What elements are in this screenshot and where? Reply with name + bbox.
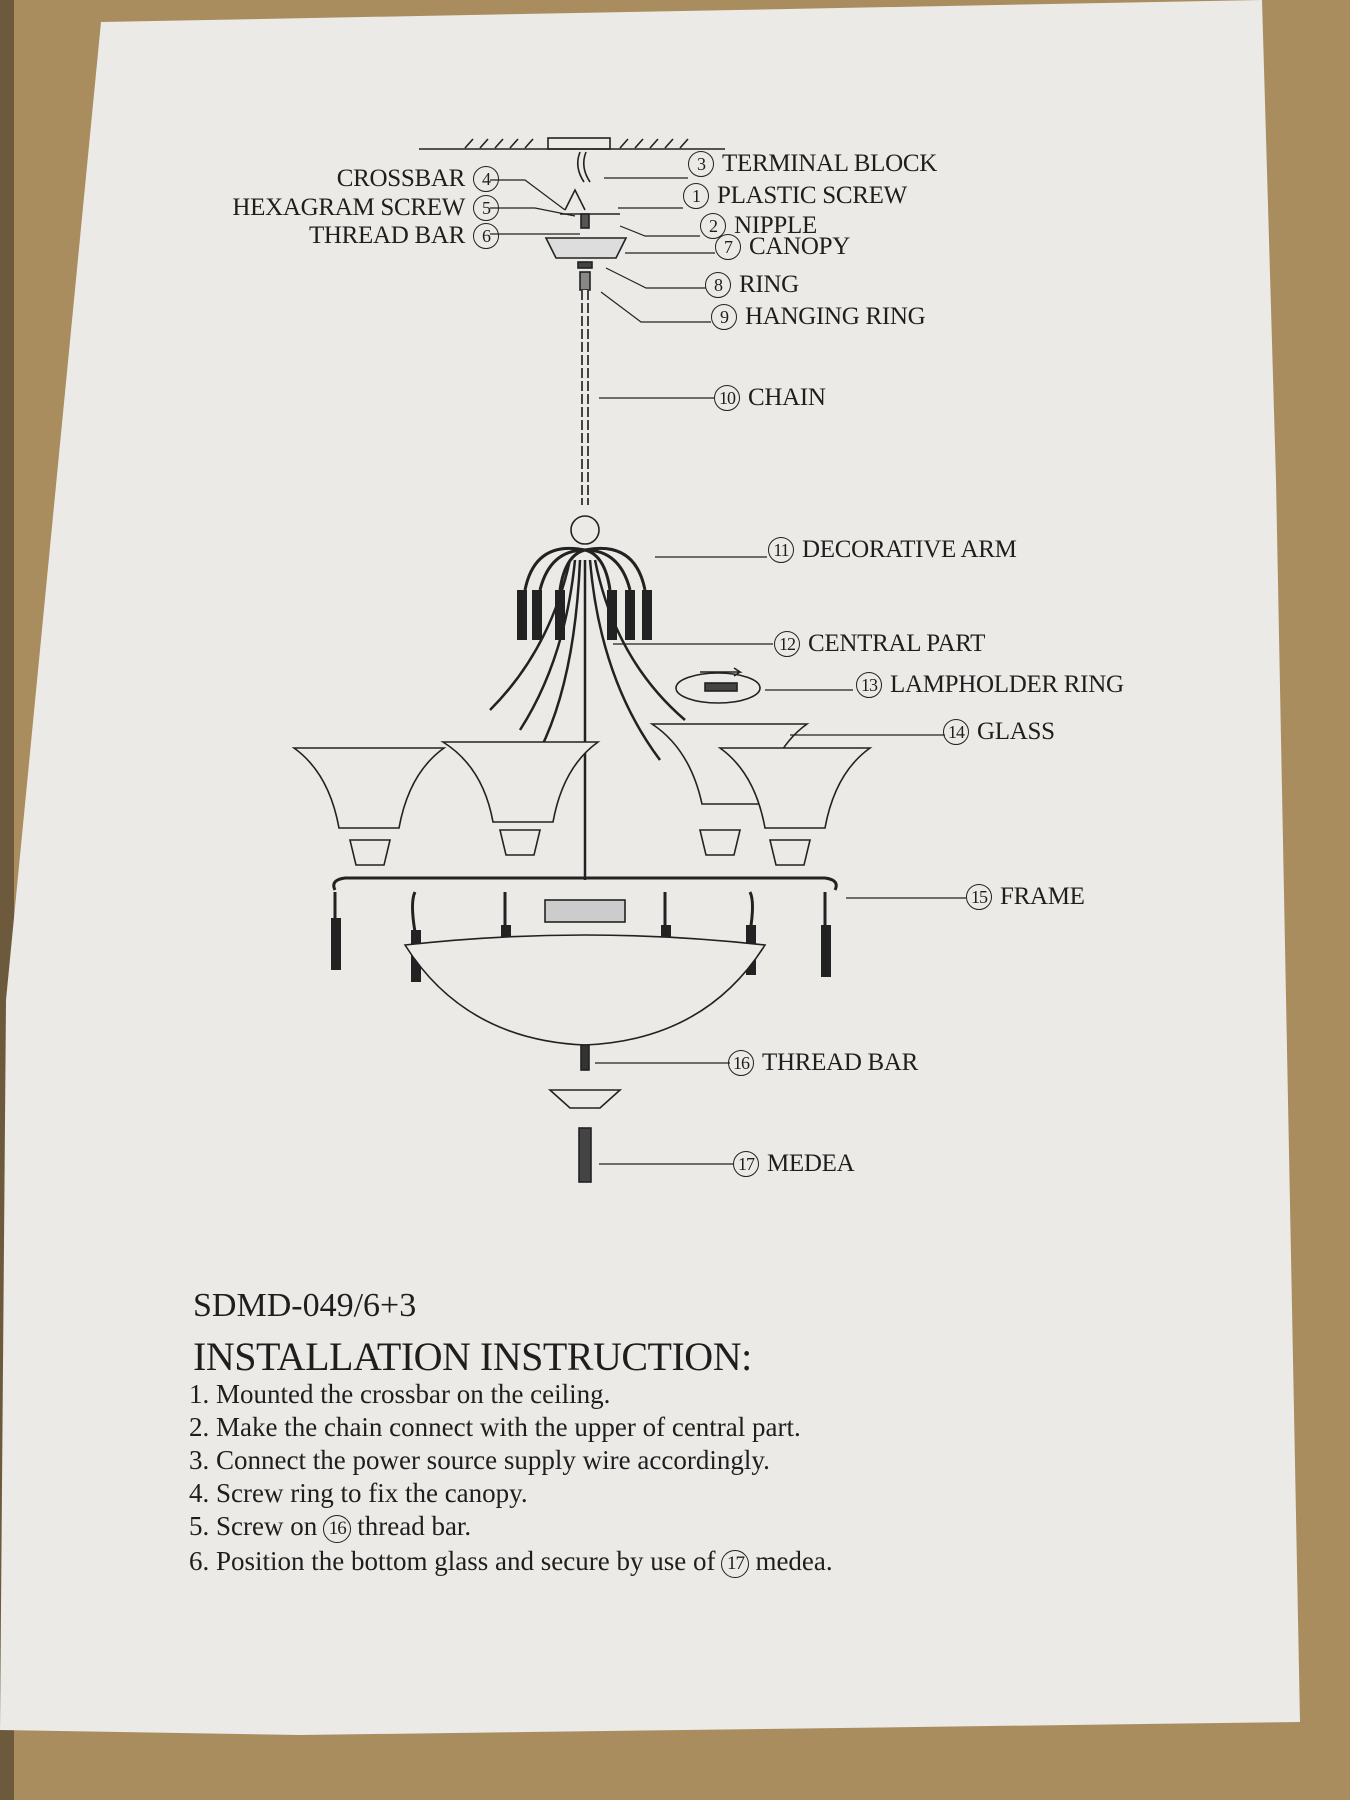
label-text: GLASS [977,718,1055,745]
label-chain: 10 CHAIN [706,384,826,412]
central-part [489,559,686,880]
callout-number: 17 [733,1151,759,1177]
label-hanging-ring: 9 HANGING RING [703,303,926,331]
callout-number: 13 [856,672,882,698]
model-number: SDMD-049/6+3 [193,1287,417,1324]
callout-number: 2 [700,213,726,239]
lampholder-ring-part [675,667,761,704]
callout-number: 4 [473,166,499,192]
glass-shades [291,723,873,866]
label-ring: 8 RING [697,271,799,299]
canopy-assembly [544,188,628,291]
callout-number: 14 [943,719,969,745]
step-text: medea. [755,1546,833,1576]
step-6: 6. Position the bottom glass and secure … [189,1545,833,1578]
label-glass: 14 GLASS [935,718,1055,746]
label-crossbar: CROSSBAR 4 [337,165,507,193]
step-text: 5. Screw on [189,1511,318,1541]
callout-number: 8 [705,272,731,298]
callout-number: 9 [711,304,737,330]
callout-number: 7 [715,234,741,260]
label-decorative-arm: 11 DECORATIVE ARM [760,536,1017,564]
label-thread-bar-top: THREAD BAR 6 [309,222,507,250]
label-text: TERMINAL BLOCK [722,150,938,177]
label-text: CHAIN [748,384,826,411]
label-medea: 17 MEDEA [725,1150,855,1178]
label-nipple: 2 NIPPLE [692,212,817,240]
label-hexagram-screw: HEXAGRAM SCREW 5 [232,194,507,222]
step-text: thread bar. [357,1511,472,1541]
label-text: CENTRAL PART [808,630,986,657]
label-text: THREAD BAR [762,1049,919,1076]
step-1: 1. Mounted the crossbar on the ceiling. [189,1379,611,1409]
label-plastic-screw: 1 PLASTIC SCREW [675,182,907,210]
callout-number: 6 [473,223,499,249]
label-lampholder-ring: 13 LAMPHOLDER RING [848,671,1124,699]
callout-number: 1 [683,183,709,209]
step-text: 6. Position the bottom glass and secure … [189,1546,716,1576]
label-terminal-block: 3 TERMINAL BLOCK [680,150,937,178]
callout-number: 15 [966,884,992,910]
step-2: 2. Make the chain connect with the upper… [189,1412,801,1442]
label-canopy: 7 CANOPY [707,233,850,261]
step-4: 4. Screw ring to fix the canopy. [189,1478,528,1508]
label-text: NIPPLE [734,212,817,239]
label-text: CROSSBAR [336,165,466,192]
thread-bar-and-medea [547,1044,623,1183]
bottom-glass-bowl [403,934,767,1046]
callout-number: 12 [774,631,800,657]
step-3: 3. Connect the power source supply wire … [189,1445,770,1475]
label-text: THREAD BAR [308,222,465,249]
label-text: RING [739,271,799,298]
label-frame: 15 FRAME [958,883,1085,911]
callout-number: 17 [721,1549,750,1578]
leader-lines [490,177,966,1165]
label-text: CANOPY [749,233,850,260]
callout-number: 11 [768,537,794,563]
label-text: LAMPHOLDER RING [890,671,1124,698]
callout-number: 10 [714,385,740,411]
label-text: MEDEA [767,1150,855,1177]
chain [570,290,600,545]
callout-number: 3 [688,151,714,177]
callout-number: 16 [728,1050,754,1076]
label-text: PLASTIC SCREW [717,182,907,209]
label-text: DECORATIVE ARM [802,536,1017,563]
instructions-heading: INSTALLATION INSTRUCTION: [193,1334,752,1379]
label-text: HEXAGRAM SCREW [232,194,465,221]
callout-number: 5 [473,195,499,221]
label-text: HANGING RING [745,303,926,330]
label-thread-bar-bottom: 16 THREAD BAR [720,1049,918,1077]
callout-number: 16 [323,1514,352,1543]
label-central-part: 12 CENTRAL PART [766,630,985,658]
ceiling [419,137,725,183]
label-text: FRAME [1000,883,1085,910]
instruction-steps: 1. Mounted the crossbar on the ceiling. … [189,1378,833,1578]
